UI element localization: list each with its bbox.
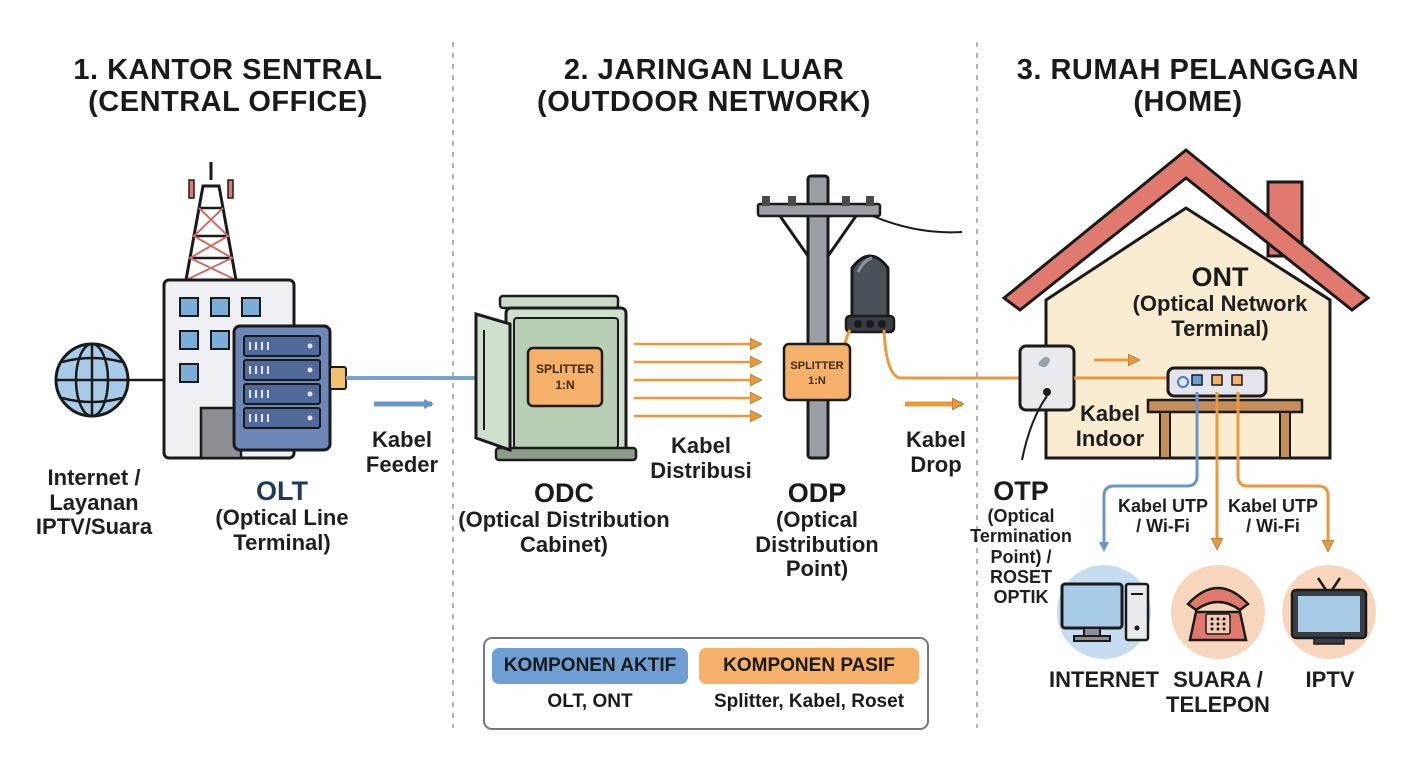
odp-name: ODP	[787, 478, 847, 508]
computer-icon	[1057, 565, 1151, 659]
legend-active-items: OLT, ONT	[547, 691, 633, 712]
device-iptv-line1: IPTV	[1305, 667, 1355, 692]
section-2-title-line1: 2. JARINGAN LUAR	[563, 54, 845, 86]
legend: KOMPONEN AKTIF KOMPONEN PASIF OLT, ONT S…	[483, 637, 929, 730]
section-1-title: 1. KANTOR SENTRAL (CENTRAL OFFICE)	[30, 54, 426, 119]
section-3-title: 3. RUMAH PELANGGAN (HOME)	[988, 54, 1388, 119]
telephone-icon	[1171, 565, 1265, 659]
internet-source-line2: Layanan	[49, 489, 139, 515]
indoor-cable-label: Kabel Indoor	[1068, 401, 1152, 451]
internet-source-label: Internet / Layanan IPTV/Suara	[20, 465, 168, 540]
distribution-cable-line2: Distribusi	[650, 457, 752, 483]
otp-label: OTP (Optical Termination Point) / ROSET …	[968, 476, 1074, 607]
olt-label: OLT (Optical Line Terminal)	[200, 476, 364, 555]
olt-name: OLT	[256, 476, 308, 506]
globe-icon	[54, 342, 130, 418]
indoor-cable-line2: Indoor	[1075, 425, 1145, 451]
legend-passive-items: Splitter, Kabel, Roset	[713, 691, 905, 712]
utp-right-line2: / Wi-Fi	[1246, 516, 1300, 537]
device-internet-line1: INTERNET	[1049, 667, 1159, 692]
odp-label: ODP (Optical Distribution Point)	[746, 478, 888, 582]
indoor-cable-line1: Kabel	[1080, 401, 1140, 426]
tv-icon	[1282, 565, 1376, 659]
olt-server-rack	[232, 324, 347, 452]
utp-right-line1: Kabel UTP	[1227, 496, 1319, 516]
section-2-title-line2: (OUTDOOR NETWORK)	[537, 86, 871, 119]
odc-splitter-ratio: 1:N	[555, 378, 574, 392]
device-label-phone: SUARA / TELEPON	[1166, 667, 1270, 717]
section-3-title-line2: (HOME)	[1133, 86, 1243, 119]
legend-active-title: KOMPONEN AKTIF	[492, 648, 688, 684]
olt-desc-line1: (Optical Line	[215, 505, 349, 531]
distribution-cable-line1: Kabel	[671, 433, 731, 458]
section-1-title-line1: 1. KANTOR SENTRAL	[73, 54, 383, 86]
otp-desc-line1: (Optical	[987, 506, 1055, 527]
odc-cabinet	[474, 294, 638, 462]
ont-desc-line2: Terminal)	[1171, 315, 1269, 341]
section-2-title: 2. JARINGAN LUAR (OUTDOOR NETWORK)	[500, 54, 908, 119]
odp-closure	[782, 254, 1022, 402]
ont-name: ONT	[1191, 262, 1249, 292]
internet-source-line3: IPTV/Suara	[35, 514, 153, 540]
distribution-cable-label: Kabel Distribusi	[642, 433, 760, 483]
utp-cable-iptv	[1236, 392, 1328, 550]
odp-splitter-label: SPLITTER	[790, 360, 843, 372]
device-phone-line2: TELEPON	[1166, 691, 1270, 717]
ont-label: ONT (Optical Network Terminal)	[1120, 262, 1320, 341]
drop-cable-line2: Drop	[910, 451, 962, 477]
legend-passive-title: KOMPONEN PASIF	[699, 648, 919, 684]
olt-desc-line2: Terminal)	[233, 529, 331, 555]
transmission-tower-icon	[184, 162, 238, 282]
otp-desc-line2: Termination	[970, 526, 1072, 547]
odc-name: ODC	[534, 478, 594, 508]
odp-desc-line3: Point)	[785, 556, 849, 582]
utp-left-label: Kabel UTP / Wi-Fi	[1114, 496, 1212, 536]
odc-splitter-label: SPLITTER	[536, 362, 594, 376]
distribution-cable-arrows	[634, 344, 760, 416]
utp-left-line1: Kabel UTP	[1117, 496, 1209, 516]
otp-desc-line5: OPTIK	[993, 586, 1049, 607]
otp-desc-line3: Point) /	[990, 546, 1052, 567]
ont-desc-line1: (Optical Network	[1132, 291, 1308, 317]
device-phone-line1: SUARA /	[1173, 667, 1263, 692]
device-label-internet: INTERNET	[1044, 667, 1164, 693]
otp-desc-line4: ROSET	[989, 566, 1052, 587]
odp-desc-line2: Distribution	[755, 531, 879, 557]
section-1-title-line2: (CENTRAL OFFICE)	[88, 86, 368, 119]
drop-cable-label: Kabel Drop	[896, 427, 976, 477]
otp-name: OTP	[993, 476, 1049, 506]
drop-cable-line1: Kabel	[906, 427, 966, 452]
feeder-cable-line2: Feeder	[365, 451, 439, 477]
odp-desc-line1: (Optical	[776, 507, 858, 533]
feeder-cable-label: Kabel Feeder	[352, 427, 452, 477]
utp-cable-internet	[1099, 392, 1199, 552]
odc-label: ODC (Optical Distribution Cabinet)	[450, 478, 678, 557]
utp-right-label: Kabel UTP / Wi-Fi	[1224, 496, 1322, 536]
internet-source-line1: Internet /	[47, 465, 141, 490]
odc-desc-line2: Cabinet)	[520, 531, 608, 557]
table	[1146, 398, 1304, 459]
section-3-title-line1: 3. RUMAH PELANGGAN	[1016, 54, 1360, 86]
feeder-cable-line1: Kabel	[372, 427, 432, 452]
device-label-iptv: IPTV	[1288, 667, 1372, 693]
utp-left-line2: / Wi-Fi	[1136, 516, 1190, 537]
ont-router	[1166, 366, 1268, 398]
odc-desc-line1: (Optical Distribution	[458, 507, 670, 533]
odp-splitter-ratio: 1:N	[808, 375, 826, 387]
